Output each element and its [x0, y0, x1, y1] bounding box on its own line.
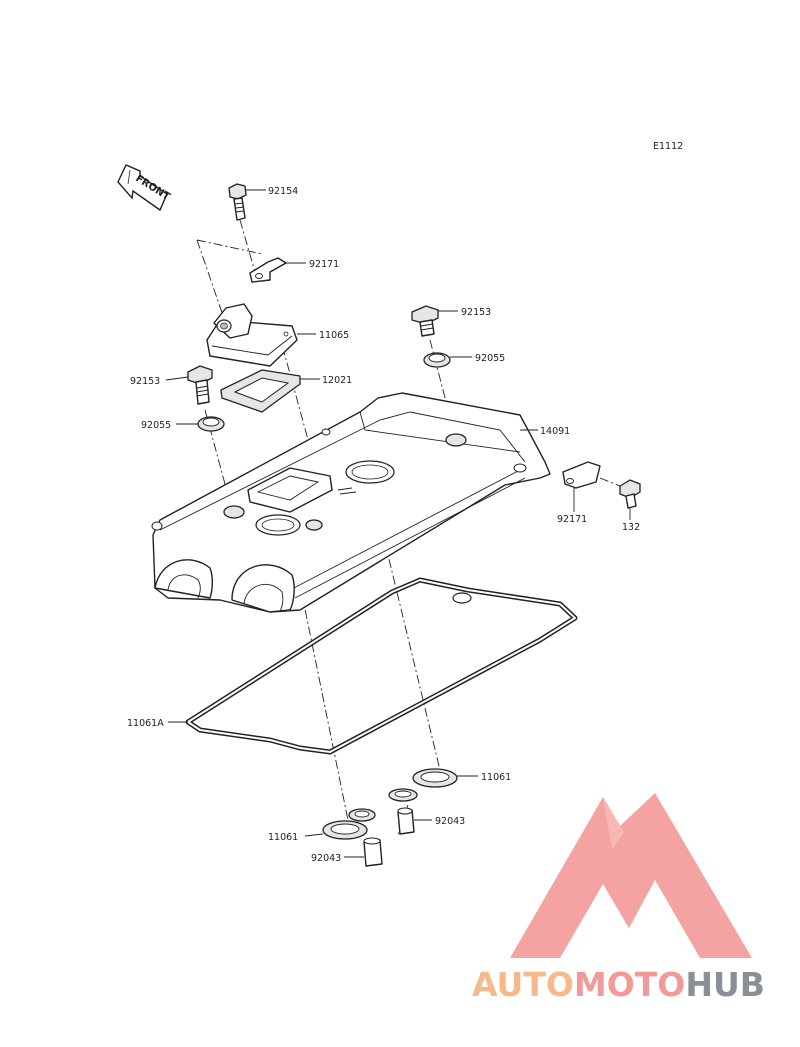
- washer-92055-right: [423, 352, 451, 368]
- label-92171-top: 92171: [309, 259, 339, 270]
- watermark-moto: MOTO: [574, 965, 685, 1004]
- bolt-132: [619, 479, 641, 509]
- label-92171-right: 92171: [557, 514, 587, 525]
- clamp-92171-right: [562, 461, 601, 489]
- bolt-92153-right: [411, 305, 439, 337]
- bolt-92154: [228, 183, 247, 221]
- label-92055-right: 92055: [475, 353, 505, 364]
- clamp-92171-top: [249, 257, 287, 283]
- watermark-text: AUTOMOTOHUB: [472, 965, 765, 1004]
- watermark-hub: HUB: [685, 965, 765, 1004]
- watermark-auto: AUTO: [472, 965, 574, 1004]
- label-92153-right: 92153: [461, 307, 491, 318]
- gasket-11061A: [185, 577, 578, 755]
- label-11061-right: 11061: [481, 772, 511, 783]
- dowel-92043-left: [363, 837, 383, 867]
- label-92055-left: 92055: [141, 420, 171, 431]
- breather-cover-11065: [206, 303, 298, 367]
- label-92153-left: 92153: [130, 376, 160, 387]
- bolt-92153-left: [187, 365, 213, 405]
- label-11061-left: 11061: [268, 832, 298, 843]
- dowel-92043-right: [397, 807, 415, 835]
- label-12021: 12021: [322, 375, 352, 386]
- label-132: 132: [622, 522, 640, 533]
- front-arrow-icon: FRONT: [117, 164, 172, 212]
- head-cover-14091: [151, 392, 551, 613]
- diagram-code: E1112: [653, 141, 683, 152]
- label-11065: 11065: [319, 330, 349, 341]
- gasket-12021: [220, 369, 301, 413]
- plug-seal-11061-left: [322, 808, 376, 840]
- label-92154: 92154: [268, 186, 298, 197]
- label-92043-right: 92043: [435, 816, 465, 827]
- label-14091: 14091: [540, 426, 570, 437]
- label-92043-left: 92043: [311, 853, 341, 864]
- label-11061A: 11061A: [127, 718, 164, 729]
- plug-seal-11061-right: [388, 768, 458, 802]
- washer-92055-left: [197, 416, 225, 432]
- watermark-logo-icon: [510, 793, 752, 958]
